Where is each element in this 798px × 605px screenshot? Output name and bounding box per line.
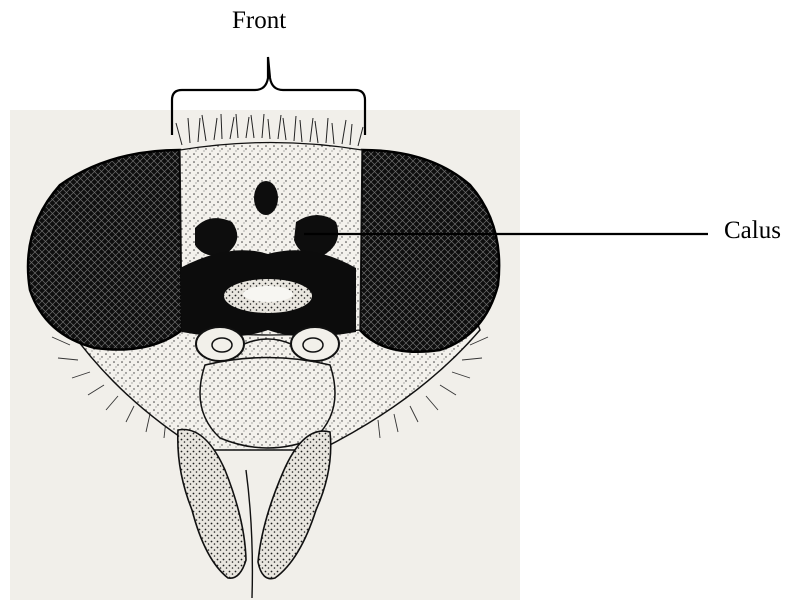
ocellar-tubercle bbox=[254, 181, 278, 215]
right-antennal-base bbox=[291, 327, 339, 361]
left-antennal-base bbox=[196, 327, 244, 361]
front-label: Front bbox=[232, 8, 286, 33]
calus-label: Calus bbox=[724, 218, 781, 243]
median-highlight bbox=[243, 286, 293, 302]
